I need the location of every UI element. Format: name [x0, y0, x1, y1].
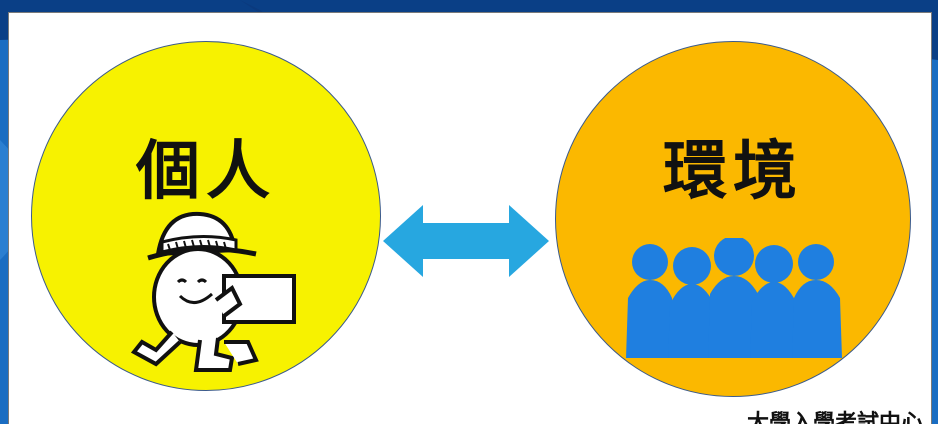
double-arrow-icon [383, 205, 549, 277]
environment-circle: 環境 [555, 41, 911, 397]
walking-character-with-hat-icon [130, 211, 296, 372]
environment-label: 環境 [663, 135, 803, 209]
content-panel: 個人 [8, 12, 932, 424]
individual-label: 個人 [136, 135, 276, 209]
credit-text: 大學入學考試中心 [746, 411, 923, 424]
individual-circle: 個人 [31, 41, 381, 391]
crowd-icon [626, 238, 842, 358]
